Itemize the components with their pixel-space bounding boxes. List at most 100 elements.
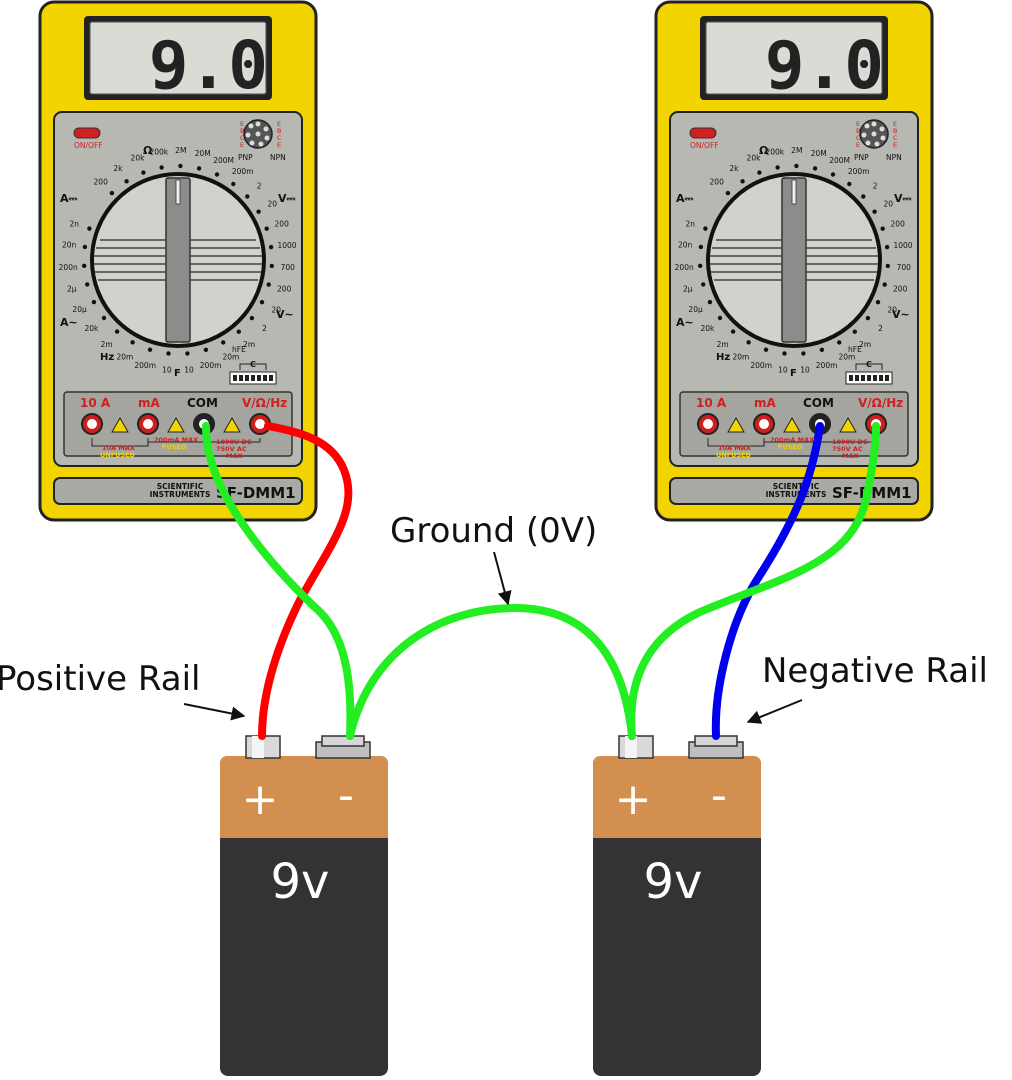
ac-volts-label: V∼ [276,308,294,321]
dial-range-label: 200 [94,178,109,187]
dial-range-label: 20μ [72,305,87,314]
battery-voltage-label: 9v [644,854,703,910]
svg-text:B: B [893,127,897,135]
svg-text:E: E [893,141,897,149]
dial-range-label: 1000 [277,241,296,250]
brand-line2: INSTRUMENTS [150,490,211,499]
dial-range-label: 200m [232,167,254,176]
svg-text:B: B [277,127,281,135]
dial-tick [221,340,226,345]
dial-tick [236,329,241,334]
dial-range-label: 200M [829,156,850,165]
dial-range-label: 200k [765,148,784,157]
dial-tick [872,209,877,214]
svg-text:C: C [893,134,898,142]
dial-range-label: 20k [700,324,715,333]
dial-range-label: 2 [262,324,267,333]
dc-amps-label: A⎓ [676,192,694,205]
dial-range-label: 20k [747,154,762,163]
svg-text:E: E [277,141,281,149]
dial-tick [701,282,706,287]
dial-range-label: 2 [878,324,883,333]
dial-range-label: 2n [686,219,696,228]
ac-volts-label: V∼ [892,308,910,321]
dial-tick [147,347,153,352]
dial-range-label: 2m [101,340,113,349]
note-fused: FUSED [162,443,187,451]
dial-tick [87,226,92,231]
positive-rail-label: Positive Rail [0,659,200,699]
dial-range-label: 20k [131,154,146,163]
dial-tick [746,340,751,345]
note-750v: 750V AC [216,445,247,453]
dial-tick [214,172,220,177]
dial-tick [875,300,881,305]
dial-range-label: 200m [200,361,222,370]
note-1000v: 1000V DC [832,438,868,446]
dial-tick [259,300,265,305]
dial-range-label: 10 [184,366,194,375]
dc-volts-label: V⎓ [894,192,912,205]
ac-amps-label: A∼ [60,316,78,329]
note-unfused: UNFUSED [716,451,752,459]
negative-rail-arrow [746,699,803,724]
dial-tick [85,282,90,287]
dial-tick [882,282,887,287]
dial-tick [884,244,890,250]
positive-rail-arrow [183,703,246,721]
dial-range-label: 20M [811,149,827,158]
dial-range-label: 20m [838,352,855,361]
note-10a: 10A MAX [102,444,135,452]
dial-range-label: 2M [175,146,186,155]
dial-tick [245,194,250,199]
dial-tick [91,299,97,305]
dial-tick [178,163,183,169]
cap-label: C [250,360,256,369]
wire-red-positive [258,422,353,740]
dial-range-label: 20k [84,324,99,333]
dial-range-label: 20m [222,352,239,361]
dial-range-label: 200m [750,361,772,370]
note-750v: 750V AC [832,445,863,453]
dial-range-label: 20n [678,241,693,250]
dial-tick [256,209,261,214]
ground-arrow [493,551,512,606]
jack-ma-label: mA [138,396,161,410]
dial-range-label: 20M [195,149,211,158]
svg-text:E: E [240,120,244,128]
dial-tick [141,170,146,175]
dial-range-label: 10 [778,365,788,374]
dc-volts-label: V⎓ [278,192,296,205]
brand-line1: SCIENTIFIC [773,482,820,491]
svg-text:E: E [856,120,860,128]
dial-range-label: 10 [800,366,810,375]
dial-range-label: 20μ [688,305,703,314]
dial-range-label: 2n [70,219,80,228]
dial-tick [775,165,780,170]
dial-tick [159,165,164,170]
svg-text:C: C [277,134,282,142]
svg-text:C: C [856,134,861,142]
jack-vohm-label: V/Ω/Hz [858,396,903,410]
dial-tick [130,340,135,345]
model-label: SF-DMM1 [832,484,912,502]
power-label: ON/OFF [74,141,103,150]
wire-blue-negative [711,422,824,740]
dial-tick [885,263,890,269]
dial-tick [109,190,115,196]
svg-text:E: E [277,120,281,128]
dial-range-label: 20 [888,305,898,314]
dial-tick [196,166,202,171]
dial-range-label: 1000 [893,241,912,250]
dial-range-label: 10 [162,365,172,374]
battery-minus-sign: - [338,770,354,821]
note-unfused: UNFUSED [100,451,136,459]
svg-text:B: B [856,127,860,135]
meter-display: 9.0 [765,27,884,104]
dial-range-label: 200 [277,285,292,294]
dial-tick [166,351,171,356]
meter-display: 9.0 [149,27,268,104]
svg-text:E: E [856,141,860,149]
